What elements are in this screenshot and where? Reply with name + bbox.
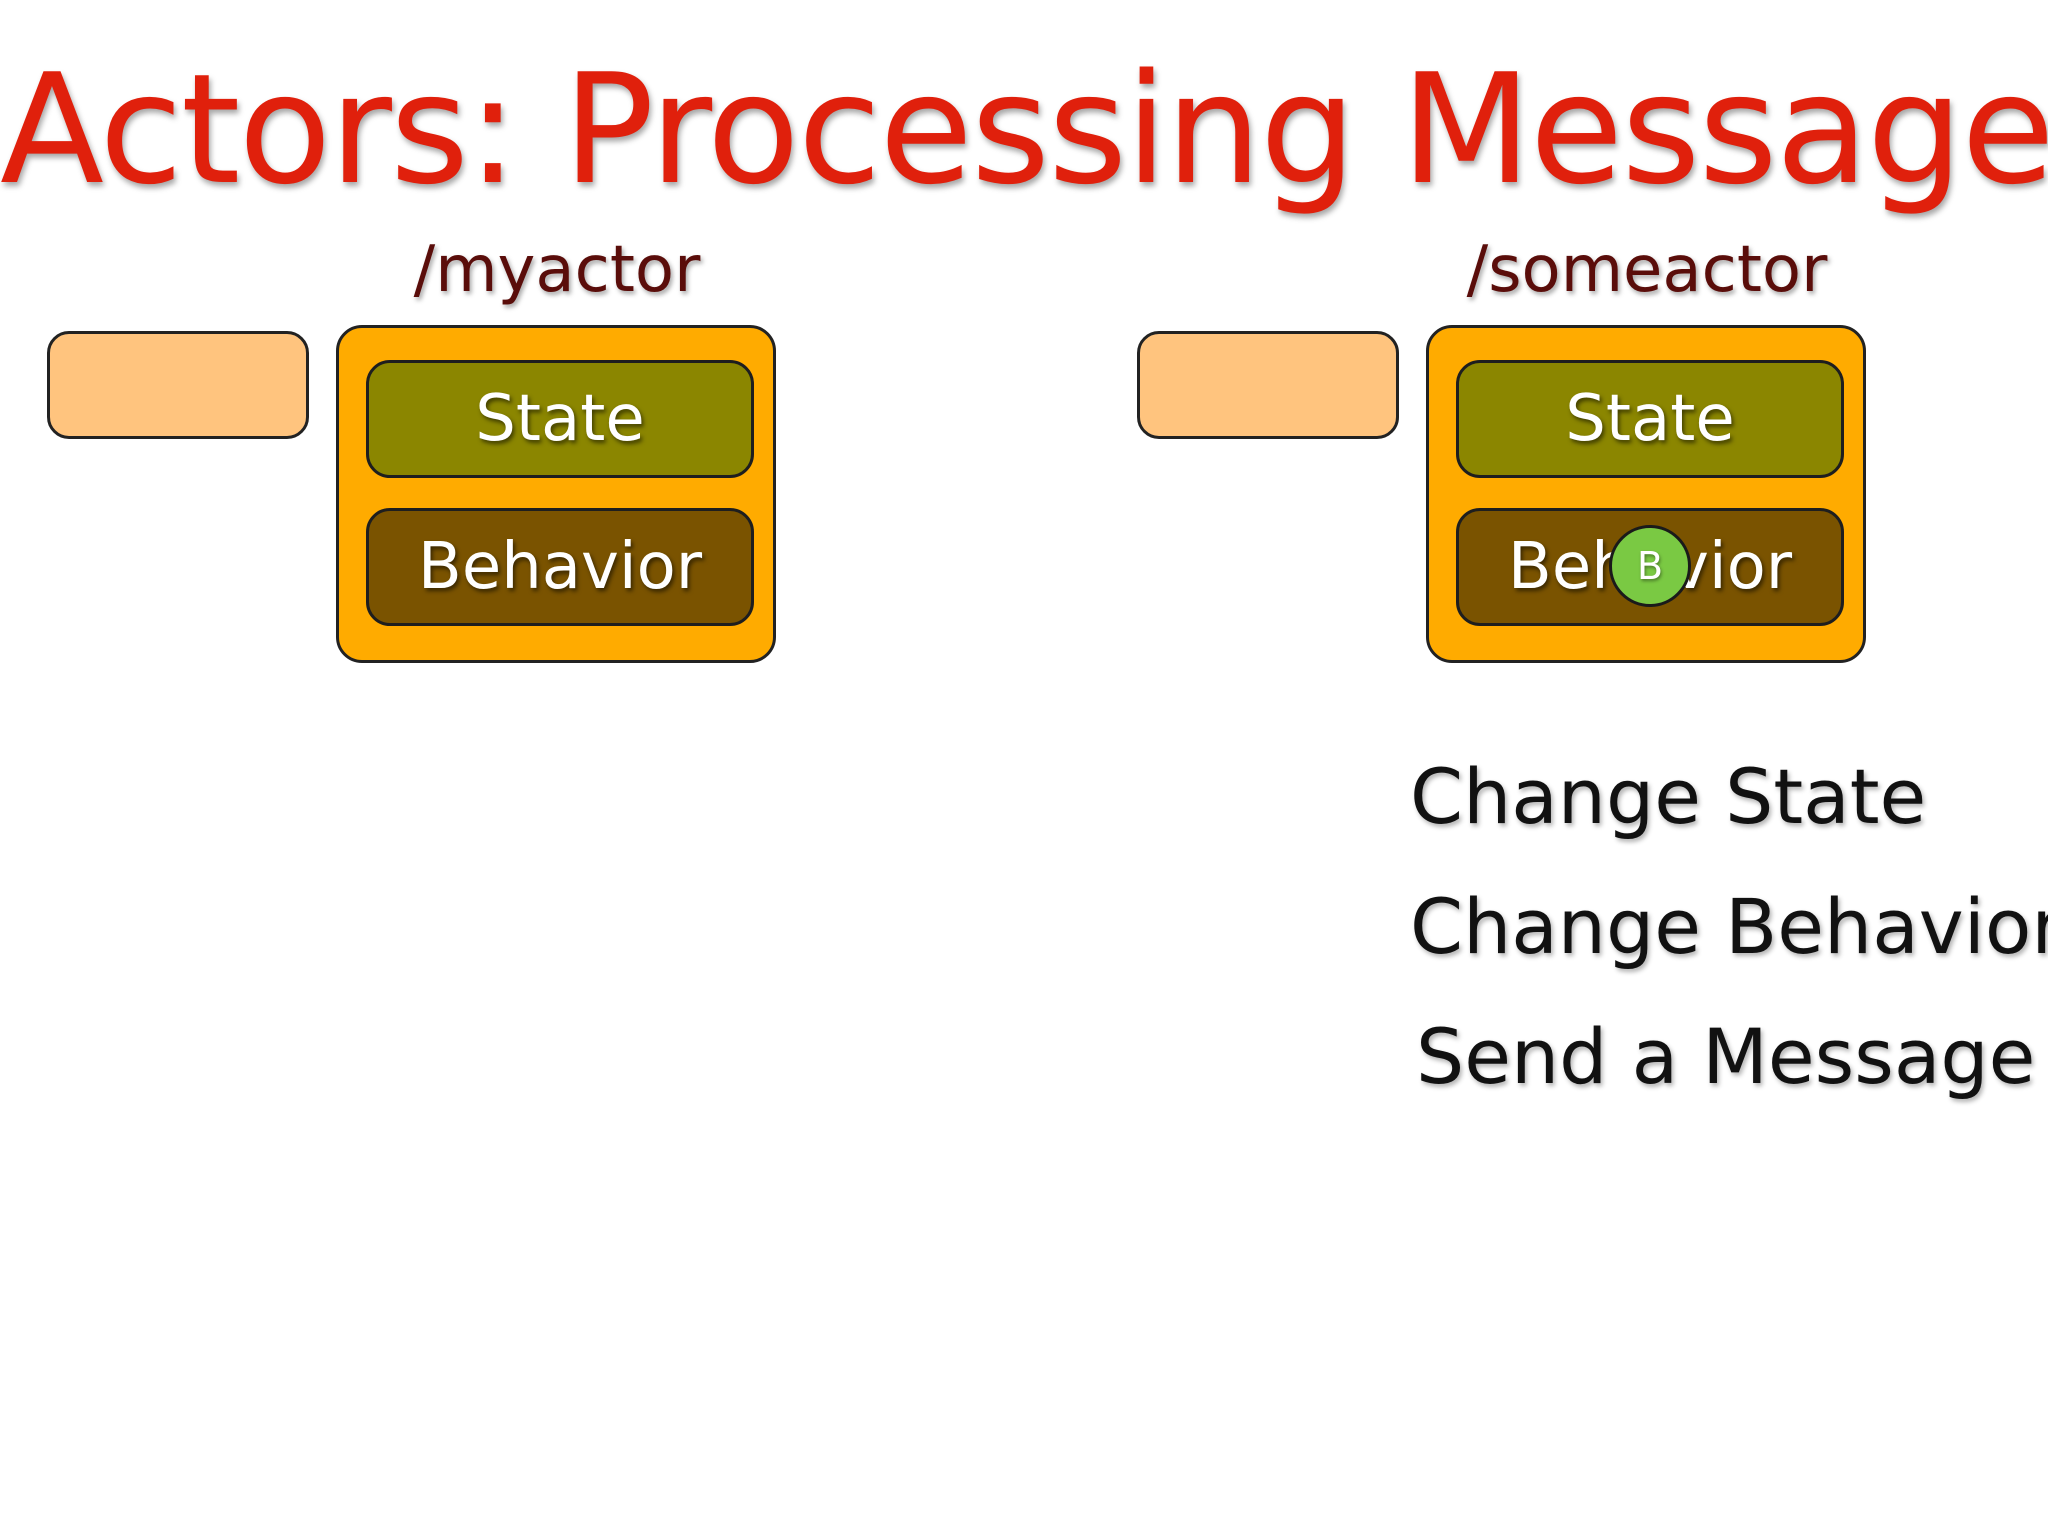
actor-path-someactor: /someactor [1466, 233, 1828, 307]
actor-someactor: State Behavior B [1426, 325, 1866, 663]
mailbox-myactor [47, 331, 309, 439]
actor-state-someactor: State [1456, 360, 1844, 478]
slide-title: Actors: Processing Messages [0, 41, 2048, 218]
message-token: B [1609, 525, 1691, 607]
mailbox-someactor [1137, 331, 1399, 439]
option-send-message: Send a Message [1416, 1012, 2036, 1101]
option-change-behavior: Change Behavior [1410, 882, 2048, 971]
actor-state-myactor: State [366, 360, 754, 478]
option-change-state: Change State [1410, 752, 1927, 841]
actor-path-myactor: /myactor [413, 233, 701, 307]
actor-behavior-myactor: Behavior [366, 508, 754, 626]
actor-myactor: State Behavior [336, 325, 776, 663]
